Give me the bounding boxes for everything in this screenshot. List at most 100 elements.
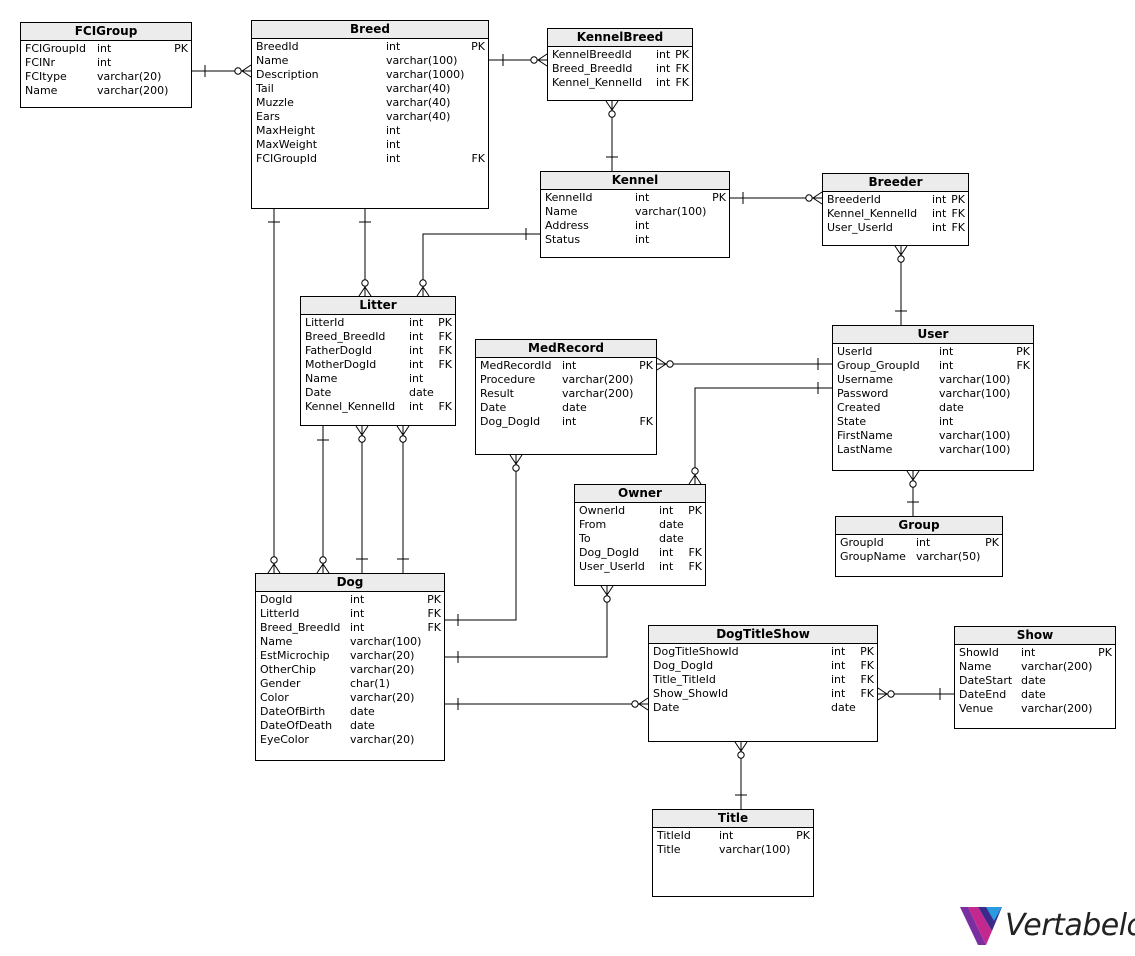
column-type: varchar(200) [562, 373, 634, 386]
table-title: KennelBreed [548, 29, 692, 47]
column-key: FK [675, 62, 689, 75]
column-key: PK [427, 593, 441, 606]
column-name: GroupName [840, 550, 906, 563]
table-title: Owner [575, 485, 705, 503]
column-type: varchar(40) [386, 96, 451, 109]
column-type: varchar(100) [386, 54, 458, 67]
vertabelo-logo-text: Vertabelo [1005, 908, 1135, 943]
column-key: FK [675, 76, 689, 89]
column-type: varchar(1000) [386, 68, 465, 81]
column-name: DateStart [959, 674, 1013, 687]
column-key: PK [860, 645, 874, 658]
column-key: FK [951, 221, 965, 234]
column-name: Group_GroupId [837, 359, 920, 372]
column-name: MotherDogId [305, 358, 377, 371]
column-type: int [939, 359, 954, 372]
column-key: PK [174, 42, 188, 55]
column-row: DateOfDeath date [256, 719, 444, 733]
column-name: Venue [959, 702, 994, 715]
column-name: TitleId [657, 829, 691, 842]
column-name: LitterId [260, 607, 300, 620]
column-type: int [409, 400, 424, 413]
column-type: int [635, 191, 650, 204]
column-type: date [350, 719, 375, 732]
column-name: Color [260, 691, 289, 704]
column-type: int [409, 372, 424, 385]
table-title: Show [955, 627, 1115, 645]
column-key: PK [985, 536, 999, 549]
column-name: FatherDogId [305, 344, 373, 357]
column-type: int [932, 207, 947, 220]
table-title: Kennel [541, 172, 729, 190]
column-name: DateOfDeath [260, 719, 333, 732]
column-name: User_UserId [579, 560, 645, 573]
column-name: LastName [837, 443, 893, 456]
column-type: varchar(40) [386, 82, 451, 95]
column-type: int [409, 330, 424, 343]
column-name: Gender [260, 677, 301, 690]
column-name: MaxWeight [256, 138, 318, 151]
column-key: PK [951, 193, 965, 206]
column-type: int [350, 607, 365, 620]
column-key: PK [796, 829, 810, 842]
column-type: date [831, 701, 856, 714]
column-type: varchar(200) [562, 387, 634, 400]
column-type: int [719, 829, 734, 842]
column-type: int [659, 560, 674, 573]
column-name: State [837, 415, 867, 428]
column-type: int [656, 48, 671, 61]
column-row: TitleId int PK [653, 829, 813, 843]
column-name: Kennel_KennelId [552, 76, 643, 89]
table-title: FCIGroup [21, 23, 191, 41]
column-name: DateEnd [959, 688, 1007, 701]
column-type: int [831, 673, 846, 686]
column-key: FK [860, 659, 874, 672]
column-name: DateOfBirth [260, 705, 326, 718]
column-key: FK [427, 607, 441, 620]
column-key: FK [438, 400, 452, 413]
table-title: Breed [252, 21, 488, 39]
column-name: FCIGroupId [25, 42, 86, 55]
column-name: Title [657, 843, 681, 856]
column-type: varchar(20) [97, 70, 162, 83]
column-type: int [656, 62, 671, 75]
column-key: PK [1098, 646, 1112, 659]
